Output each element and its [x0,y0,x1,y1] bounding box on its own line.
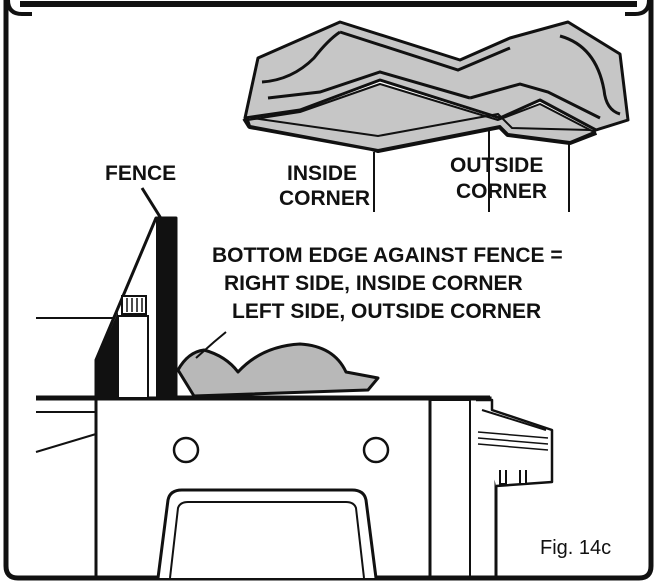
fence-dark-slope [96,312,118,398]
outside-corner-label-line-2: CORNER [456,180,547,203]
fence-dark-face [156,218,176,398]
inside-corner-label-line-1: INSIDE [287,162,357,185]
base-handle-cutout [156,488,378,579]
molding-profile-leader [195,331,227,359]
table-bevel-line [35,433,97,453]
base-hole-left [172,436,200,464]
fence-label: FENCE [105,162,176,185]
inside-corner-label-line-2: CORNER [279,187,370,210]
saw-extension-arm [476,398,554,488]
fence-clamp-block [117,315,149,399]
crown-molding [242,20,630,153]
miter-saw [35,216,554,579]
saw-base-step [430,399,471,420]
fence-clamp-knob [121,295,147,315]
crown-molding-cove-right [559,34,621,116]
molding-profile-on-table [176,342,380,398]
crown-molding-front-face [247,83,595,151]
crown-molding-step-left [267,70,471,100]
saw-extension-top [481,409,547,431]
frame-top-curve-left [6,0,32,16]
crown-molding-front-face-line [251,112,591,138]
caption-line-3: LEFT SIDE, OUTSIDE CORNER [232,300,541,323]
crown-molding-step-right [469,82,601,120]
crown-molding-cove-mid [339,30,511,72]
crown-molding-cove-left [261,30,341,84]
base-hole-right [362,436,390,464]
caption-line-1: BOTTOM EDGE AGAINST FENCE = [212,244,563,267]
crown-molding-top-face [243,20,630,132]
figure-label: Fig. 14c [540,537,611,559]
base-handle-cutout-inner [169,501,365,579]
fence-leader [140,187,164,221]
outside-corner-label-line-1: OUTSIDE [450,154,543,177]
saw-extension-hatch [477,431,549,451]
saw-extension-slots [499,470,527,485]
frame-top-curve-right [625,0,651,16]
caption-line-2: RIGHT SIDE, INSIDE CORNER [224,272,523,295]
